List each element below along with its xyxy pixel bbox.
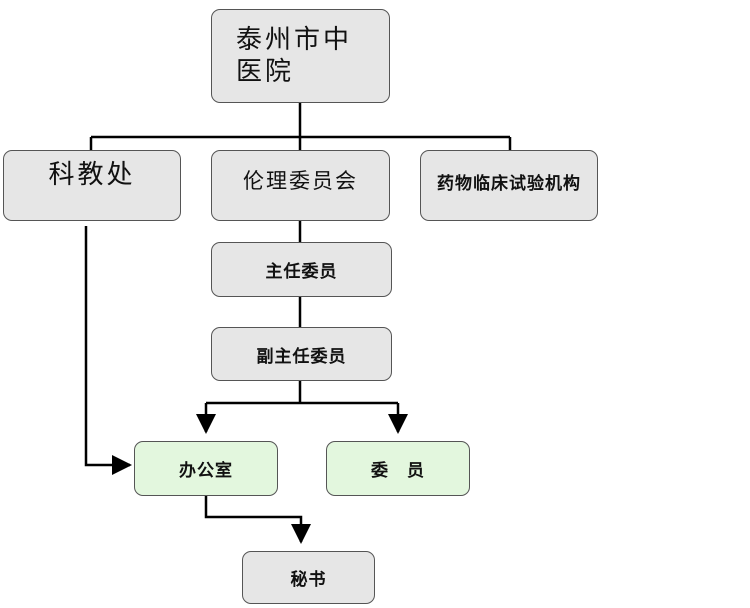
node-secretary-label: 秘书: [290, 570, 327, 590]
node-members-label: 委 员: [371, 461, 425, 481]
node-members: 委 员: [326, 441, 470, 496]
node-ethics-committee: 伦理委员会: [211, 150, 390, 221]
node-director-label: 主任委员: [265, 262, 338, 282]
node-office-label: 办公室: [179, 461, 233, 481]
node-clinical-trial-institution-label: 药物临床试验机构: [437, 174, 581, 194]
root-node-hospital: 泰州市中医院: [211, 9, 390, 103]
node-office: 办公室: [134, 441, 278, 496]
node-science-education-label: 科教处: [48, 160, 136, 190]
node-vice-director: 副主任委员: [211, 327, 392, 381]
node-ethics-committee-label: 伦理委员会: [243, 169, 358, 193]
node-director: 主任委员: [211, 242, 392, 297]
node-vice-director-label: 副主任委员: [256, 346, 347, 367]
node-clinical-trial-institution: 药物临床试验机构: [420, 150, 598, 221]
node-science-education: 科教处: [3, 150, 181, 221]
node-secretary: 秘书: [242, 551, 375, 604]
root-node-label: 泰州市中医院: [236, 25, 353, 87]
